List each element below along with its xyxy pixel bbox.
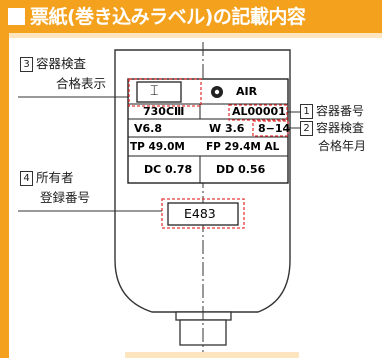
callout-box-3 [128, 78, 202, 107]
mark-frame [136, 81, 182, 103]
callout-text: 容器検査 [316, 121, 365, 135]
serial-number: AL00001 [232, 105, 286, 118]
callout-number: 3 [20, 57, 33, 72]
callout-2-line2: 合格年月 [318, 139, 367, 153]
callout-text: 容器番号 [316, 104, 365, 118]
square-bullet-icon [8, 8, 25, 25]
callout-number: 2 [300, 121, 313, 136]
header-stripe [0, 33, 382, 38]
fill-pressure: FP 29.4M AL [206, 141, 280, 153]
header-bar [0, 0, 382, 33]
bottom-stripe [125, 352, 299, 358]
weight-value: W 3.6 [209, 122, 245, 135]
page-title: 票紙(巻き込みラベル)の記載内容 [30, 6, 306, 28]
test-pressure: TP 49.0M [130, 141, 185, 153]
callout-number: 4 [20, 171, 33, 186]
callout-3-line2: 合格表示 [56, 76, 107, 91]
callout-text: 容器検査 [36, 56, 87, 71]
owner-code: E483 [184, 206, 216, 221]
left-accent-bar [0, 33, 9, 358]
callout-number: 1 [300, 104, 313, 119]
dc-value: DC 0.78 [144, 163, 193, 176]
owner-code-frame [167, 202, 239, 226]
model-code: 730CⅢ [143, 105, 185, 118]
inspection-mark-icon: ⌶ [150, 83, 159, 99]
gas-type: AIR [236, 85, 258, 98]
volume-value: V6.8 [134, 122, 162, 135]
callout-text: 所有者 [36, 170, 74, 185]
callout-4-line2: 登録番号 [40, 190, 91, 205]
inspection-date: 8−14 [258, 122, 291, 135]
dd-value: DD 0.56 [216, 163, 266, 176]
header-banner: 票紙(巻き込みラベル)の記載内容 [0, 0, 382, 38]
callout-box-4 [161, 198, 245, 229]
label-table [127, 78, 289, 184]
